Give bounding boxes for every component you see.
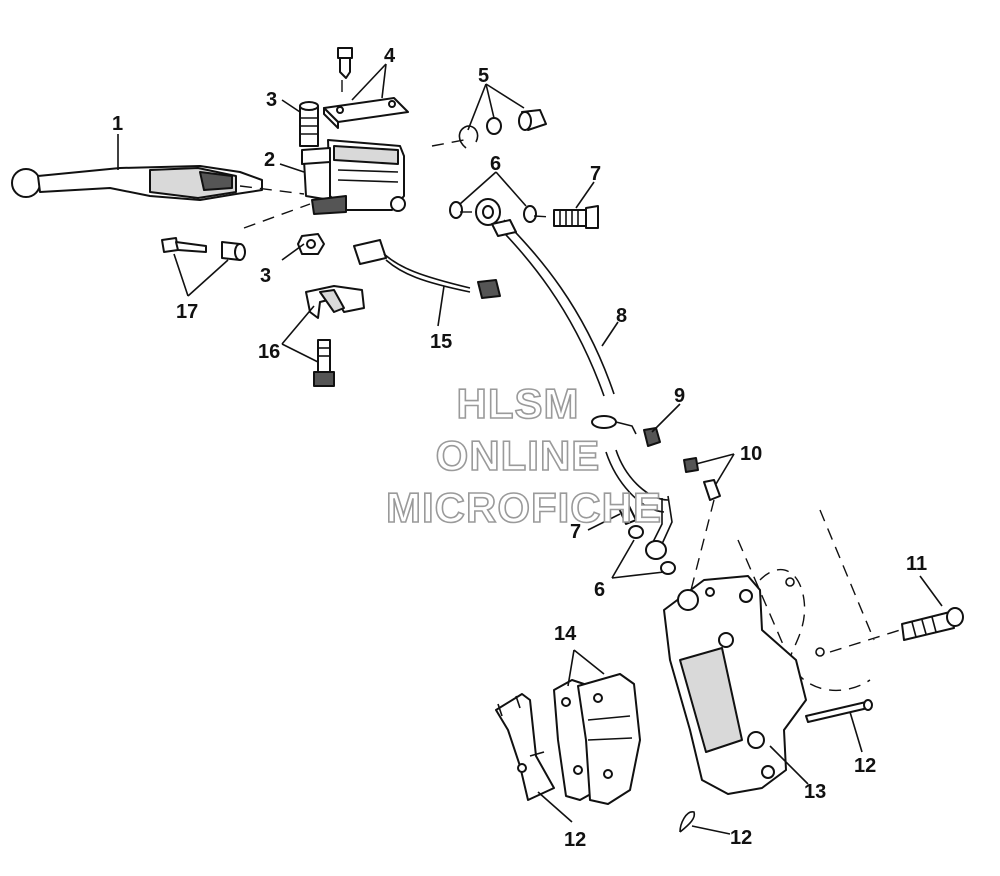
bleeder-cap [683, 457, 699, 473]
brake-light-switch [353, 239, 501, 299]
handlebar-clamp [305, 285, 365, 319]
lever-bushing [221, 241, 246, 261]
callout-7: 7 [590, 163, 601, 185]
callout-11: 11 [906, 553, 927, 575]
callout-8: 8 [616, 305, 627, 327]
master-cylinder [301, 139, 406, 215]
bleeder-valve [703, 479, 721, 501]
upper-washer [449, 201, 537, 223]
reservoir-cover [323, 97, 409, 129]
callout-labels: 1 2 3 3 4 5 6 6 7 7 8 9 10 11 12 12 12 1… [112, 45, 927, 851]
brake-pad-pair [553, 673, 641, 805]
watermark-line-3: MICROFICHE [386, 484, 662, 531]
leader-lines [117, 63, 943, 835]
callout-1: 1 [112, 113, 123, 135]
upper-banjo-fitting [475, 198, 501, 226]
clip-screw [643, 427, 661, 447]
brake-lever [11, 165, 263, 201]
lower-banjo-bolt [617, 503, 637, 525]
callout-12-clip: 12 [730, 827, 752, 849]
hose-clip [591, 415, 637, 435]
callout-6-lower: 6 [594, 579, 605, 601]
callout-9: 9 [674, 385, 685, 407]
callout-10: 10 [740, 443, 762, 465]
watermark: HLSM ONLINE MICROFICHE [385, 379, 662, 532]
assembly-guides [239, 80, 901, 653]
fork-outline [737, 509, 875, 692]
callout-5: 5 [478, 65, 489, 87]
callout-17: 17 [176, 301, 198, 323]
callout-2: 2 [264, 149, 275, 171]
pivot-nut [297, 233, 325, 255]
cover-screw [337, 47, 353, 79]
callout-4: 4 [384, 45, 396, 67]
pad-spring [495, 693, 555, 801]
callout-13: 13 [804, 781, 826, 803]
caliper-body [663, 575, 807, 795]
sight-cap [518, 109, 547, 131]
callout-12-spring: 12 [564, 829, 586, 851]
pad-pin [805, 699, 873, 723]
o-ring [486, 117, 502, 135]
callout-6: 6 [490, 153, 501, 175]
upper-banjo-bolt [553, 205, 599, 229]
callout-12-pin: 12 [854, 755, 876, 777]
lower-washer [628, 525, 676, 575]
pivot-pin [299, 101, 319, 147]
lever-pivot-bolt [161, 237, 207, 253]
lower-banjo-fitting [645, 540, 667, 560]
watermark-line-1: HLSM [457, 380, 580, 427]
pin-clip [679, 811, 696, 833]
watermark-line-2: ONLINE [436, 432, 601, 479]
callout-7-lower: 7 [570, 521, 581, 543]
callout-15: 15 [430, 331, 452, 353]
callout-3: 3 [266, 89, 277, 111]
caliper-mount-bolt [901, 607, 964, 641]
callout-14: 14 [554, 623, 577, 645]
clamp-screw [313, 339, 335, 387]
callout-16: 16 [258, 341, 280, 363]
callout-3-nut: 3 [260, 265, 271, 287]
brake-hose [491, 219, 673, 545]
